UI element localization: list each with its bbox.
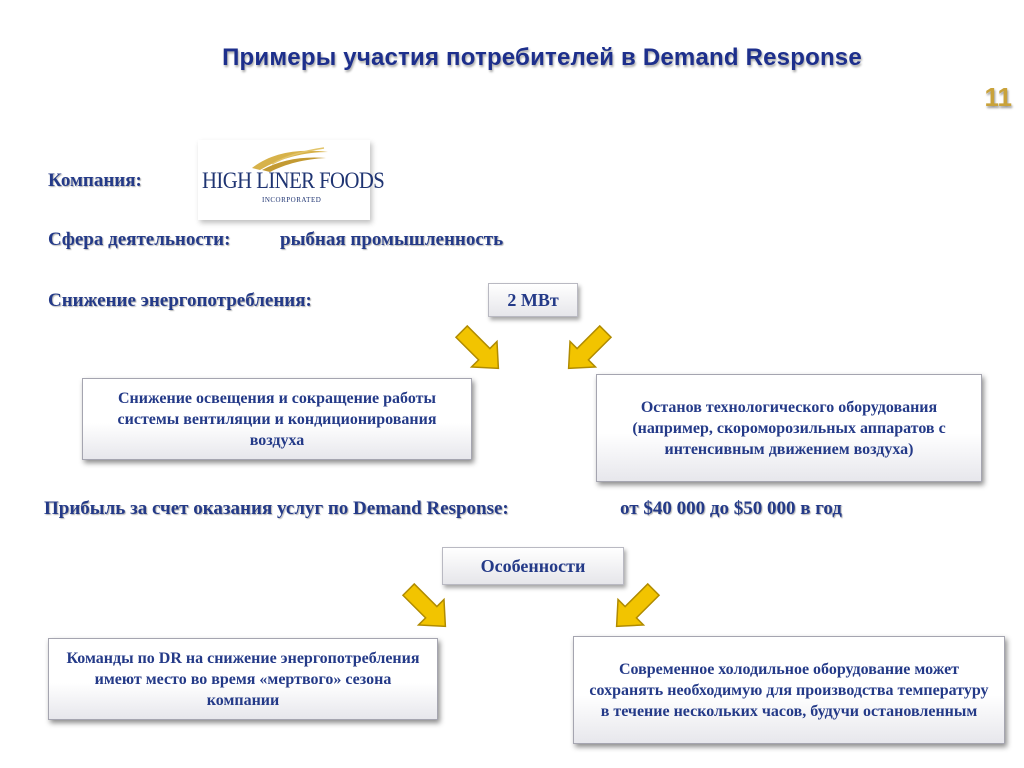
arrow-down-left-icon — [454, 324, 500, 370]
arrow-down-right-icon — [615, 582, 661, 628]
sphere-value: рыбная промышленность — [280, 229, 504, 250]
logo-text: HIGH LINER FOODS — [202, 168, 385, 193]
arrow-down-left-icon — [401, 582, 447, 628]
profit-value: от $40 000 до $50 000 в год — [620, 498, 842, 519]
features-left-box: Команды по DR на снижение энергопотребле… — [48, 638, 438, 720]
features-badge: Особенности — [442, 547, 624, 585]
arrow-down-right-icon — [567, 324, 613, 370]
sphere-label: Сфера деятельности: — [48, 229, 231, 250]
company-logo: HIGH LINER FOODS INCORPORATED — [198, 140, 385, 220]
profit-label: Прибыль за счет оказания услуг по Demand… — [44, 498, 509, 519]
company-label: Компания: — [48, 170, 142, 191]
page-number: 11 — [984, 82, 1013, 112]
wave-logo-icon — [252, 147, 328, 172]
reduction-right-box: Останов технологического оборудования (н… — [596, 374, 982, 482]
page-title: Примеры участия потребителей в Demand Re… — [222, 44, 862, 71]
reduction-left-box: Снижение освещения и сокращение работы с… — [82, 378, 472, 460]
logo-subtext: INCORPORATED — [262, 196, 322, 204]
features-right-box: Современное холодильное оборудование мож… — [573, 636, 1005, 744]
reduction-label: Снижение энергопотребления: — [48, 290, 312, 311]
reduction-value-badge: 2 МВт — [488, 283, 578, 317]
